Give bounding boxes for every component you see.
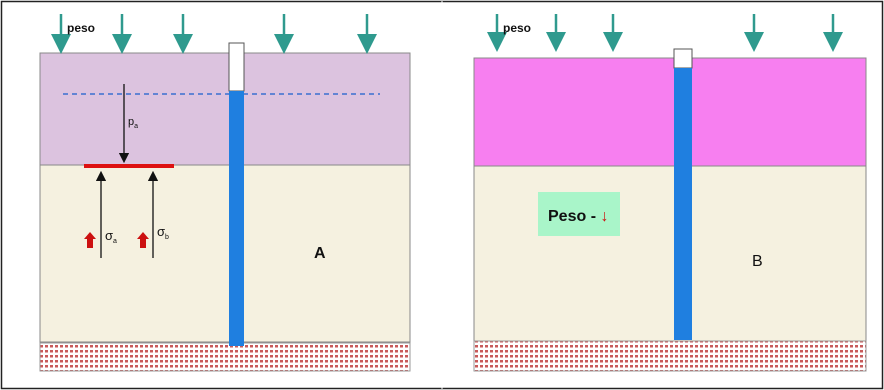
weight-label: peso (67, 21, 95, 35)
panel-b-upper-layer (473, 57, 867, 167)
panel-a-letter: A (314, 245, 326, 262)
piezometer-tube-top (228, 42, 245, 92)
panel-a: peso pa σa σb A (39, 14, 411, 372)
panel-a-lower-layer (39, 164, 411, 343)
up-arrow-icon (137, 232, 149, 248)
up-arrow-icon (84, 232, 96, 248)
piezometer-water-column (674, 68, 692, 340)
panel-b: peso Peso - ↓ B (473, 14, 867, 372)
weight-decrease-label: Peso - ↓ (548, 208, 608, 225)
pressure-label: pa (128, 116, 138, 130)
panel-b-bedrock (473, 340, 867, 372)
loaded-plate (84, 164, 174, 168)
panel-b-letter: B (752, 253, 763, 270)
piezometer-tube-top (673, 48, 693, 69)
sigma-b-label: σb (157, 224, 169, 241)
piezometer-water-column (229, 91, 244, 346)
panel-a-upper-layer (39, 52, 411, 166)
weight-decrease-callout (538, 192, 620, 236)
panel-a-bedrock (39, 342, 411, 372)
weight-label: peso (503, 21, 531, 35)
sigma-a-label: σa (105, 228, 117, 245)
panel-b-lower-layer (473, 165, 867, 342)
